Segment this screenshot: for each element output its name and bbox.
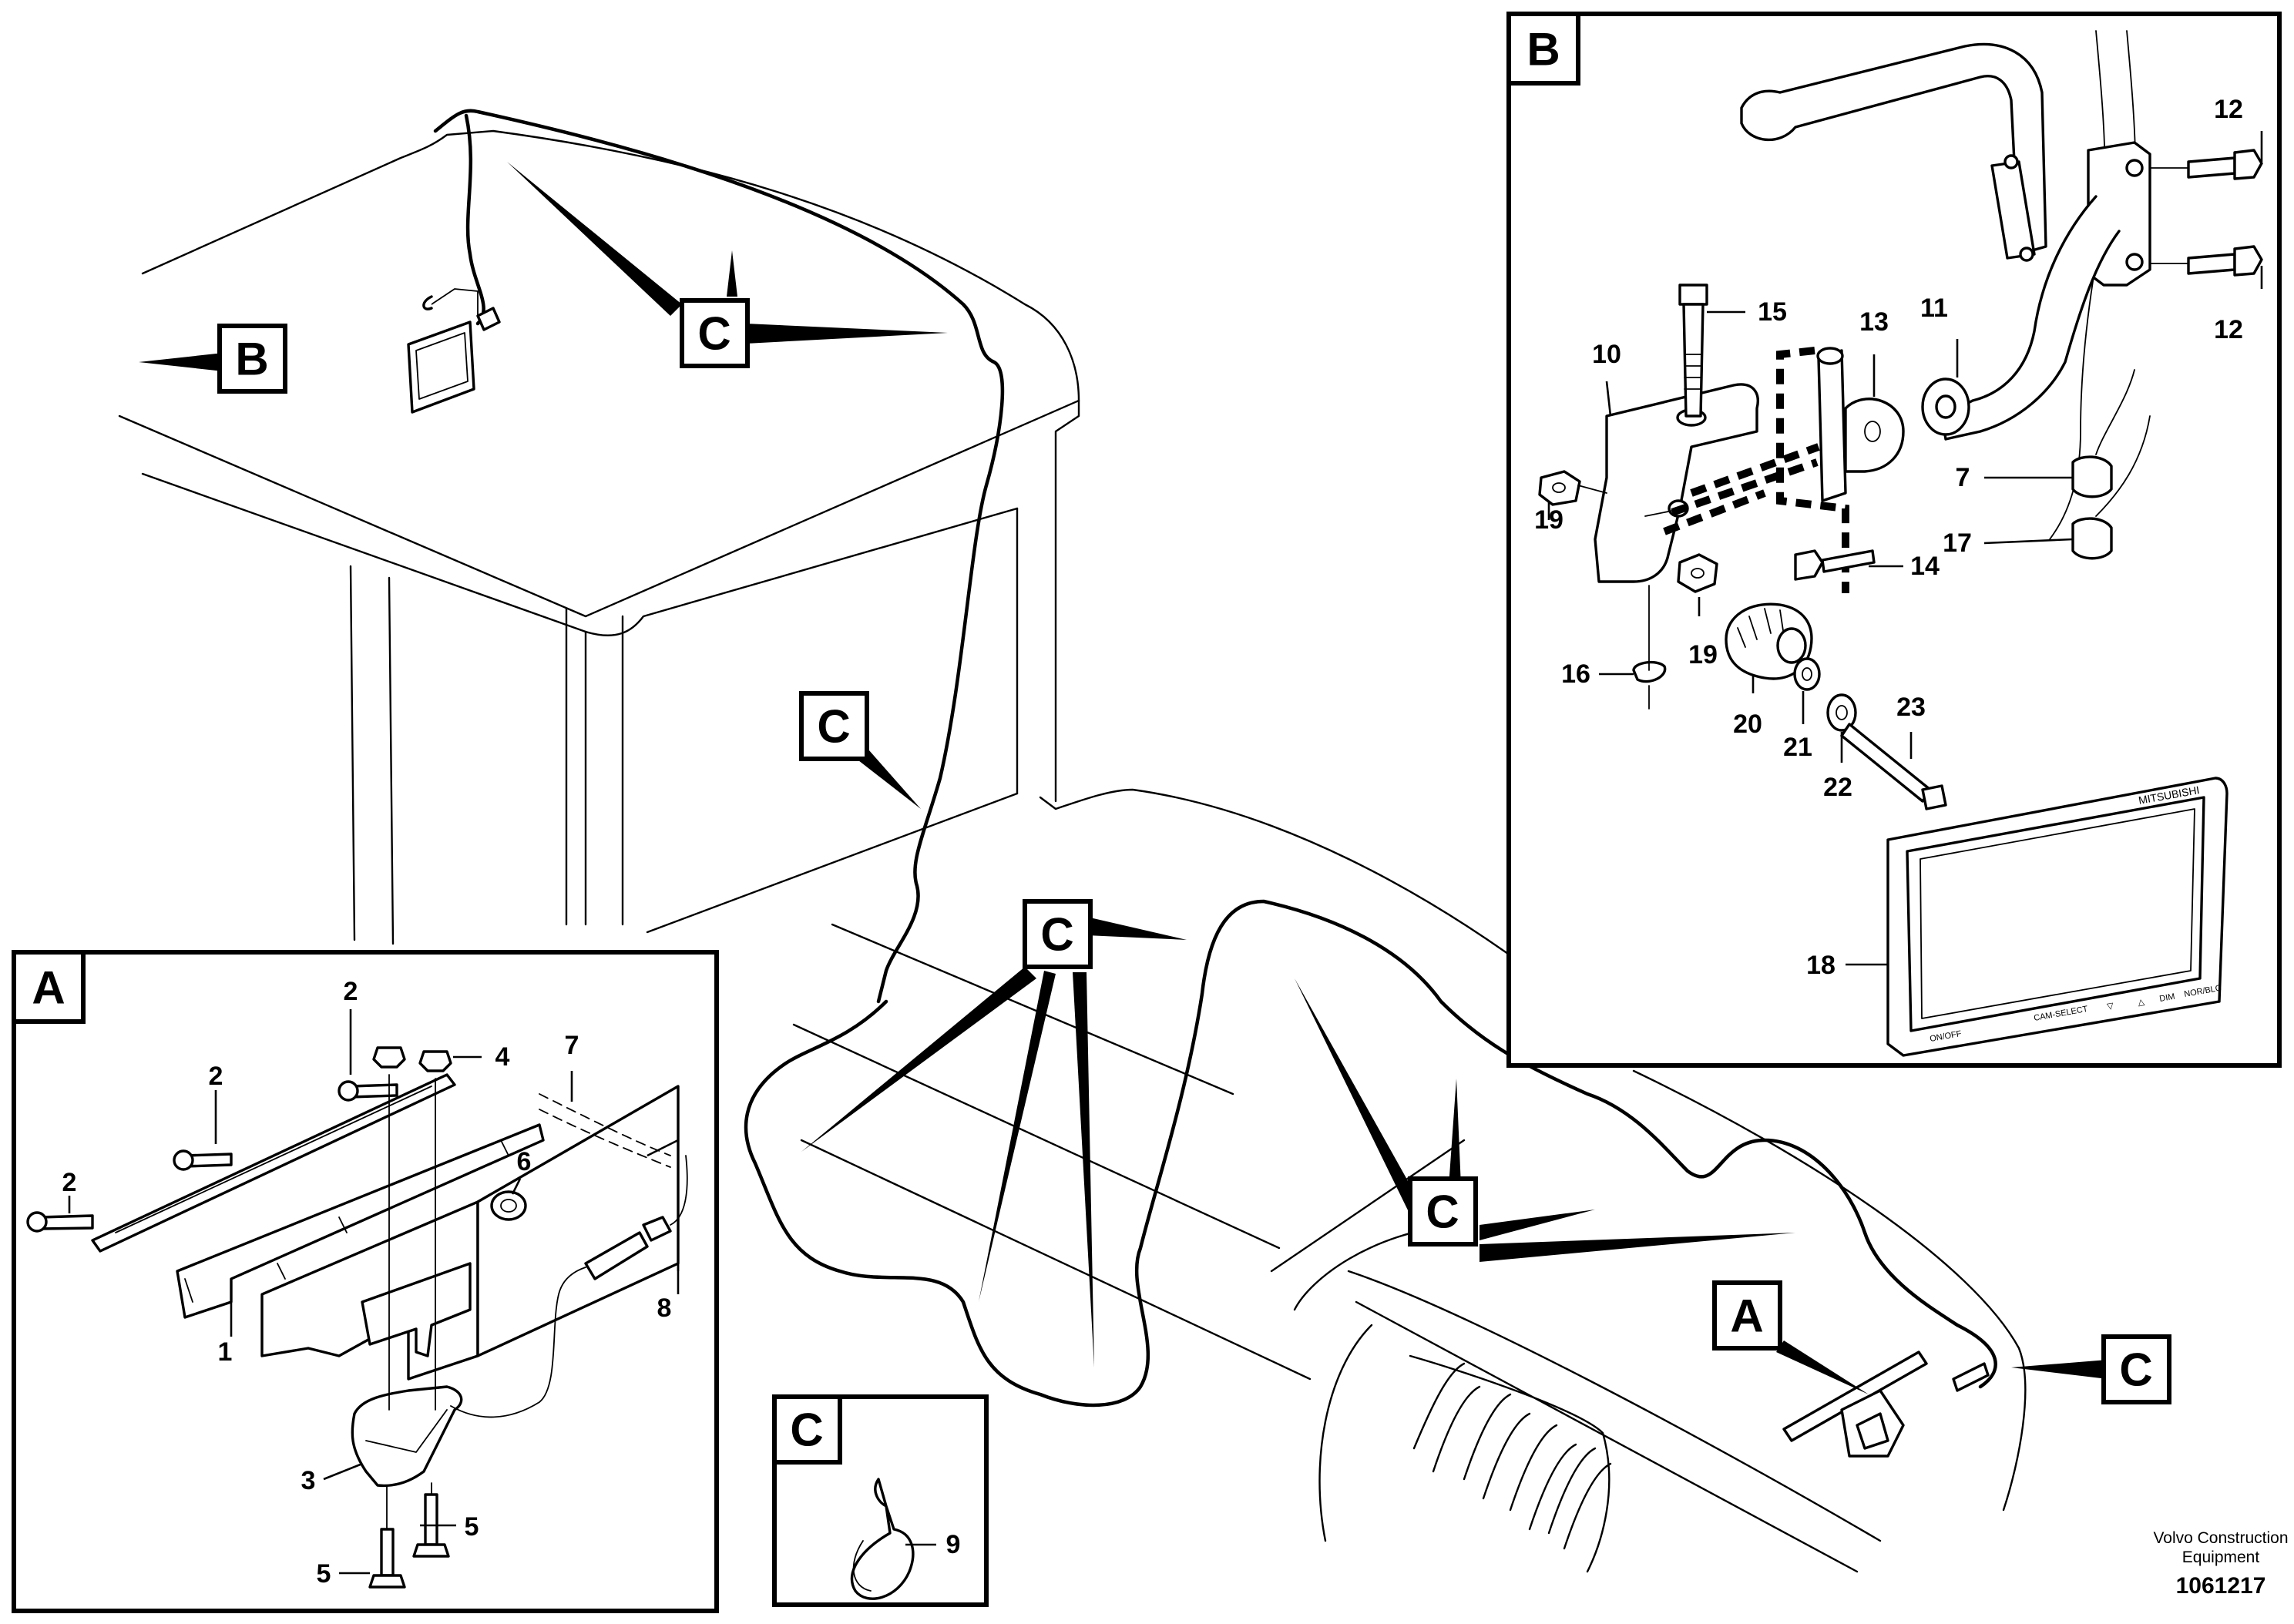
svg-text:11: 11	[1920, 294, 1948, 323]
hood-outline	[792, 788, 2027, 1573]
svg-text:8: 8	[657, 1293, 672, 1323]
cab-outline	[118, 129, 1080, 945]
svg-text:13: 13	[1859, 307, 1889, 337]
tag-c-hood: C	[1295, 978, 1795, 1262]
svg-text:14: 14	[1910, 552, 1940, 581]
inset-a: A	[12, 950, 719, 1613]
svg-text:5: 5	[317, 1559, 331, 1589]
svg-text:DIM: DIM	[2158, 992, 2175, 1004]
svg-text:▽: ▽	[2106, 1002, 2114, 1012]
svg-text:A: A	[1730, 1290, 1763, 1342]
hood-grille	[1412, 1362, 1612, 1550]
svg-text:22: 22	[1823, 773, 1852, 802]
svg-text:4: 4	[495, 1042, 510, 1072]
doc-footer: Volvo Construction Equipment 1061217	[2153, 1529, 2288, 1599]
svg-text:Volvo Construction: Volvo Construction	[2153, 1529, 2288, 1547]
cab-monitor-sketch	[407, 288, 501, 414]
svg-text:12: 12	[2214, 95, 2243, 124]
tag-c-cab-top: C	[507, 162, 948, 368]
svg-text:9: 9	[946, 1530, 961, 1559]
svg-text:3: 3	[301, 1466, 316, 1495]
svg-text:C: C	[790, 1404, 823, 1456]
svg-text:19: 19	[1534, 505, 1563, 535]
svg-text:C: C	[697, 308, 731, 360]
tag-a-main: A	[1712, 1280, 1869, 1394]
inset-c: C 9	[772, 1394, 989, 1607]
monitor-18: MITSUBISHI ON/OFF CAM-SELECT ▽ △ DIM NOR…	[1886, 777, 2229, 1057]
svg-text:△: △	[2137, 998, 2145, 1008]
svg-text:1061217: 1061217	[2176, 1573, 2266, 1599]
tag-b-main: B	[139, 324, 287, 394]
svg-text:20: 20	[1733, 710, 1762, 739]
svg-text:2: 2	[209, 1062, 223, 1091]
svg-text:B: B	[1527, 24, 1560, 75]
svg-text:7: 7	[565, 1031, 579, 1060]
svg-text:15: 15	[1758, 297, 1787, 327]
svg-text:19: 19	[1688, 640, 1718, 669]
svg-text:12: 12	[2214, 315, 2243, 344]
inset-b: B	[1506, 12, 2282, 1068]
svg-text:1: 1	[218, 1337, 233, 1367]
svg-text:21: 21	[1783, 733, 1812, 762]
svg-text:Equipment: Equipment	[2182, 1549, 2260, 1566]
svg-text:C: C	[1040, 909, 1073, 961]
svg-text:A: A	[32, 962, 65, 1014]
tag-c-cable-front: C	[801, 899, 1187, 1367]
svg-text:6: 6	[517, 1147, 532, 1176]
svg-text:2: 2	[344, 977, 358, 1006]
tag-c-camera: C	[2011, 1334, 2171, 1404]
svg-text:C: C	[2119, 1344, 2152, 1396]
camera-cable-route	[433, 109, 1997, 1408]
svg-text:18: 18	[1806, 951, 1836, 980]
svg-text:17: 17	[1943, 528, 1972, 558]
svg-text:10: 10	[1592, 340, 1621, 369]
hood-camera-sketch	[1782, 1351, 1990, 1458]
tag-c-cab-side: C	[799, 691, 921, 809]
svg-text:16: 16	[1561, 659, 1590, 689]
svg-text:B: B	[235, 334, 268, 385]
svg-text:5: 5	[465, 1512, 479, 1542]
svg-text:23: 23	[1896, 693, 1926, 722]
svg-text:C: C	[817, 701, 850, 753]
svg-text:7: 7	[1956, 463, 1970, 492]
svg-text:2: 2	[62, 1168, 77, 1197]
svg-text:C: C	[1426, 1186, 1459, 1238]
